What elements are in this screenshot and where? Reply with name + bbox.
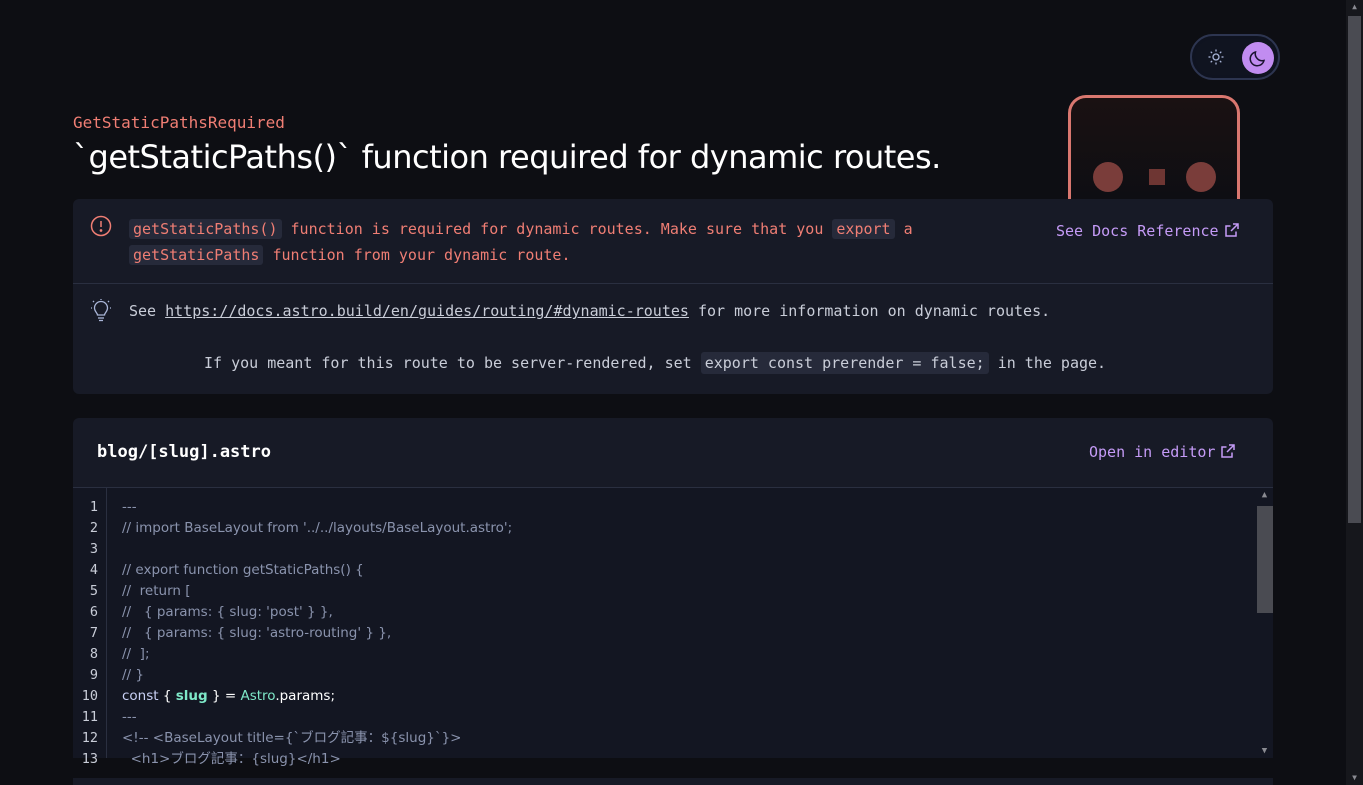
docs-url-link[interactable]: https://docs.astro.build/en/guides/routi… xyxy=(165,302,689,320)
docs-reference-link[interactable]: See Docs Reference xyxy=(1056,222,1239,240)
code-line: 4 // export function getStaticPaths() { xyxy=(73,560,1253,581)
line-text: // export function getStaticPaths() { xyxy=(122,562,364,578)
line-text: // import BaseLayout from '../../layouts… xyxy=(122,520,513,536)
line-number: 8 xyxy=(89,646,98,662)
code-punct: } = xyxy=(207,688,241,704)
divider xyxy=(73,283,1273,284)
code-property: .params; xyxy=(275,688,336,704)
code-line: 13 <h1>ブログ記事：{slug}</h1> xyxy=(73,749,1253,770)
line-text: // ]; xyxy=(122,646,150,662)
hint-text: See https://docs.astro.build/en/guides/r… xyxy=(129,302,1050,320)
line-number: 4 xyxy=(89,562,98,578)
moon-icon xyxy=(1249,50,1266,67)
alert-circle-icon xyxy=(90,215,112,237)
code-line: 6 // { params: { slug: 'post' } }, xyxy=(73,602,1253,623)
prerender-code-chip: export const prerender = false; xyxy=(700,352,989,374)
next-panel-edge xyxy=(73,778,1273,785)
code-line: 1 --- xyxy=(73,497,1253,518)
external-link-icon xyxy=(1221,444,1236,458)
message-panel: getStaticPaths() function is required fo… xyxy=(73,199,1273,394)
code-chip: getStaticPaths() xyxy=(129,219,282,239)
line-text: // { params: { slug: 'astro-routing' } }… xyxy=(122,625,392,641)
scroll-up-arrow-icon[interactable]: ▲ xyxy=(1352,2,1357,11)
code-scrollbar-thumb[interactable] xyxy=(1257,506,1273,613)
error-title: `getStaticPaths()` function required for… xyxy=(73,138,941,176)
code-line: 9 // } xyxy=(73,665,1253,686)
line-number: 6 xyxy=(89,604,98,620)
code-line: 8 // ]; xyxy=(73,644,1253,665)
line-text: <!-- <BaseLayout title={`ブログ記事：${slug}`}… xyxy=(122,730,462,746)
code-lines: 1 --- 2 // import BaseLayout from '../../l… xyxy=(73,497,1253,770)
robot-mouth xyxy=(1149,169,1165,185)
line-number: 3 xyxy=(89,541,98,557)
sun-icon[interactable] xyxy=(1208,49,1224,65)
line-text: --- xyxy=(122,499,137,515)
code-keyword: const xyxy=(122,688,159,704)
message-text: function is required for dynamic routes.… xyxy=(281,220,833,238)
open-in-editor-label: Open in editor xyxy=(1089,443,1216,461)
code-scrollbar[interactable]: ▲ ▼ xyxy=(1256,488,1273,758)
hint-prerender-prefix: If you meant for this route to be server… xyxy=(204,354,701,372)
line-text: --- xyxy=(122,709,137,725)
theme-toggle[interactable] xyxy=(1190,34,1280,80)
line-number: 9 xyxy=(89,667,98,683)
line-text: // } xyxy=(122,667,144,683)
scroll-up-arrow-icon[interactable]: ▲ xyxy=(1261,490,1268,500)
code-line: 5 // return [ xyxy=(73,581,1253,602)
code-line: 11 --- xyxy=(73,707,1253,728)
lightbulb-icon xyxy=(91,299,111,322)
error-message: getStaticPaths() function is required fo… xyxy=(129,216,989,268)
code-line: 12 <!-- <BaseLayout title={`ブログ記事：${slug}… xyxy=(73,728,1253,749)
code-line: 7 // { params: { slug: 'astro-routing' } … xyxy=(73,623,1253,644)
code-chip: export xyxy=(832,219,895,239)
line-text: // { params: { slug: 'post' } }, xyxy=(122,604,333,620)
docs-reference-label: See Docs Reference xyxy=(1056,222,1219,240)
error-name: GetStaticPathsRequired xyxy=(73,113,285,132)
external-link-icon xyxy=(1224,223,1239,237)
line-number: 12 xyxy=(81,730,98,746)
line-text: // return [ xyxy=(122,583,191,599)
moon-button[interactable] xyxy=(1242,42,1274,74)
open-in-editor-link[interactable]: Open in editor xyxy=(1089,443,1236,461)
scroll-down-arrow-icon[interactable]: ▼ xyxy=(1352,773,1357,782)
line-number: 2 xyxy=(89,520,98,536)
line-number-gutter xyxy=(73,488,107,758)
line-text: const { slug } = Astro.params; xyxy=(122,686,335,707)
code-panel: blog/[slug].astro Open in editor 1 --- 2 /… xyxy=(73,418,1273,767)
code-line: 3 xyxy=(73,539,1253,560)
robot-right-eye xyxy=(1186,162,1216,192)
message-text: function from your dynamic route. xyxy=(263,246,571,264)
code-object: Astro xyxy=(240,688,276,704)
error-robot-illustration xyxy=(1068,95,1240,205)
line-number: 1 xyxy=(89,499,98,515)
code-variable: slug xyxy=(175,688,208,704)
code-line-highlighted: 10 const { slug } = Astro.params; xyxy=(73,686,1253,707)
scroll-down-arrow-icon[interactable]: ▼ xyxy=(1261,746,1268,756)
line-number: 5 xyxy=(89,583,98,599)
line-text: <h1>ブログ記事：{slug}</h1> xyxy=(122,751,341,767)
code-viewer[interactable]: 1 --- 2 // import BaseLayout from '../../l… xyxy=(73,488,1273,767)
page-scrollbar-thumb[interactable] xyxy=(1348,16,1361,523)
hint-suffix: for more information on dynamic routes. xyxy=(688,302,1051,320)
hint-prefix: See xyxy=(129,302,166,320)
line-number: 11 xyxy=(81,709,98,725)
line-number: 10 xyxy=(81,688,98,704)
robot-left-eye xyxy=(1093,162,1123,192)
divider xyxy=(73,487,1273,488)
code-line: 2 // import BaseLayout from '../../layout… xyxy=(73,518,1253,539)
line-number: 13 xyxy=(81,751,98,767)
code-chip: getStaticPaths xyxy=(129,245,264,265)
hint-prerender-suffix: in the page. xyxy=(988,354,1107,372)
file-name: blog/[slug].astro xyxy=(97,442,271,462)
code-punct: { xyxy=(158,688,176,704)
page-scrollbar[interactable]: ▲ ▼ xyxy=(1346,0,1363,785)
line-number: 7 xyxy=(89,625,98,641)
hint-prerender: If you meant for this route to be server… xyxy=(204,352,1107,374)
message-text: a xyxy=(894,220,913,238)
